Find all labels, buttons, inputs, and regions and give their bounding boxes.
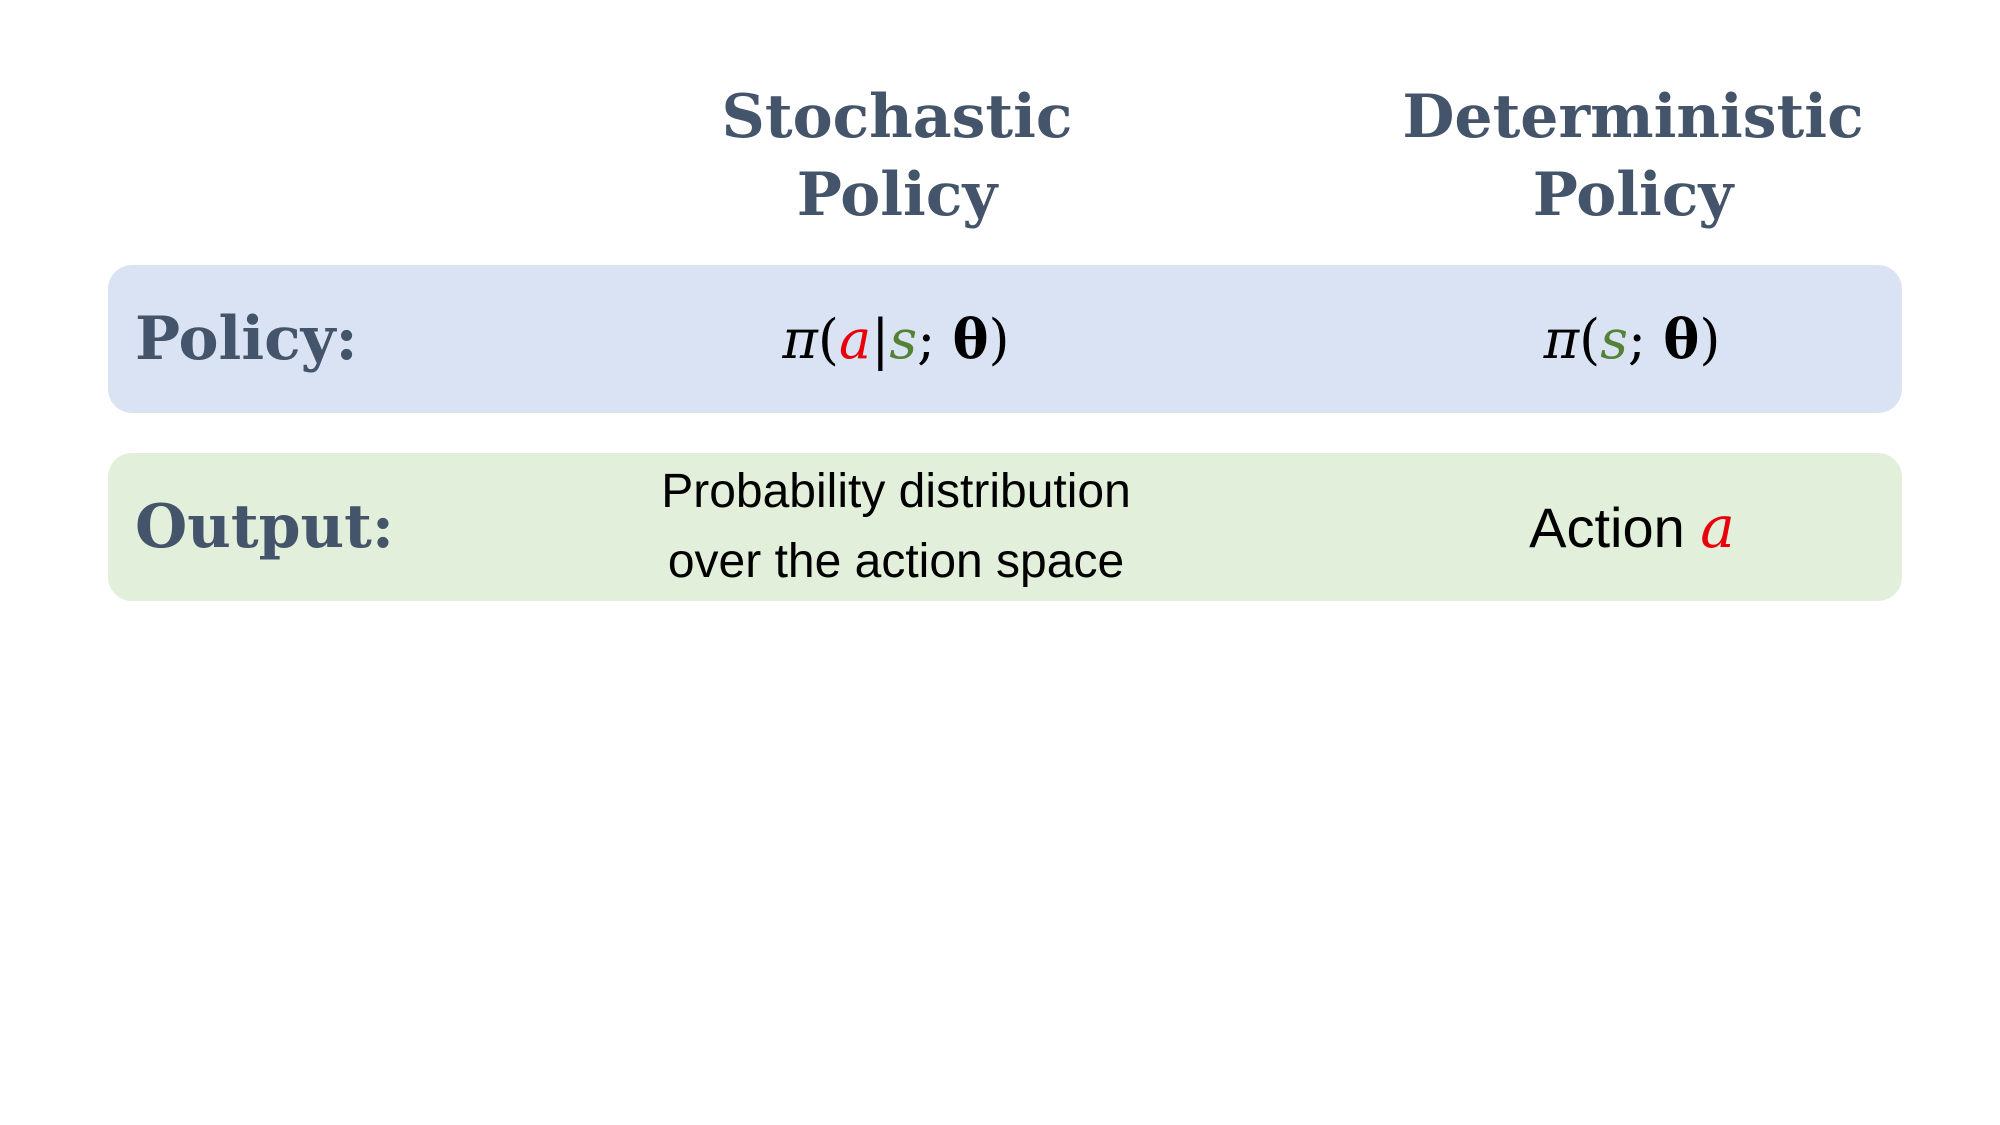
deterministic-output-action-symbol: a xyxy=(1700,493,1735,561)
formula-theta: θ xyxy=(1663,307,1700,371)
stochastic-policy-formula: π(a|s; θ) xyxy=(782,307,1009,371)
formula-action-symbol: a xyxy=(838,308,872,371)
formula-pi: π xyxy=(1543,308,1580,371)
column-header-stochastic: Stochastic Policy xyxy=(617,78,1177,234)
stochastic-policy-cell: π(a|s; θ) xyxy=(586,265,1206,413)
formula-semicolon: ; xyxy=(917,308,936,371)
column-header-deterministic-line1: Deterministic xyxy=(1402,82,1864,152)
formula-theta: θ xyxy=(952,307,989,371)
formula-open-paren: ( xyxy=(817,308,839,371)
stochastic-output-line2: over the action space xyxy=(667,535,1125,588)
policy-row: Policy: π(a|s; θ) π(s; θ) xyxy=(108,265,1902,413)
formula-close-paren: ) xyxy=(1699,308,1721,371)
formula-semicolon: ; xyxy=(1627,308,1647,371)
stochastic-output-line1: Probability distribution xyxy=(661,465,1131,518)
formula-open-paren: ( xyxy=(1579,308,1601,371)
deterministic-output-cell: Action a xyxy=(1322,453,1942,601)
deterministic-policy-formula: π(s; θ) xyxy=(1544,307,1721,371)
formula-pi: π xyxy=(782,308,818,371)
output-row-label: Output: xyxy=(135,492,395,562)
deterministic-policy-cell: π(s; θ) xyxy=(1322,265,1942,413)
formula-state-symbol: s xyxy=(1600,308,1628,371)
stochastic-output-cell: Probability distribution over the action… xyxy=(586,453,1206,601)
formula-close-paren: ) xyxy=(988,308,1010,371)
deterministic-output-text: Action xyxy=(1529,496,1701,559)
deterministic-output: Action a xyxy=(1529,493,1735,561)
column-header-deterministic-line2: Policy xyxy=(1532,160,1734,230)
output-row: Output: Probability distribution over th… xyxy=(108,453,1902,601)
column-header-stochastic-line1: Stochastic xyxy=(721,82,1073,152)
column-header-stochastic-line2: Policy xyxy=(796,160,998,230)
policy-row-label: Policy: xyxy=(135,304,358,374)
column-header-deterministic: Deterministic Policy xyxy=(1353,78,1913,234)
formula-given-bar: | xyxy=(871,308,890,371)
formula-state-symbol: s xyxy=(889,308,918,371)
